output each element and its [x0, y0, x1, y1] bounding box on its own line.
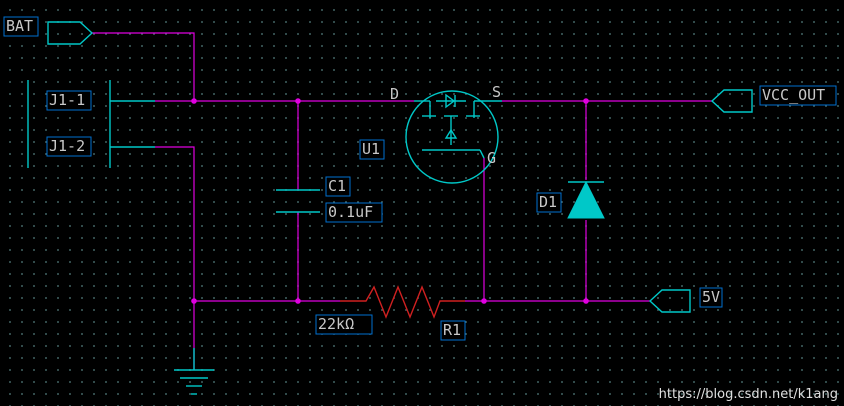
wire-j1-2 [155, 146, 195, 370]
connector-j1[interactable]: J1-1 J1-2 [27, 80, 155, 168]
wire-bat [92, 32, 195, 101]
c1-value-label: 0.1uF [328, 203, 373, 221]
junction-dot [295, 298, 301, 304]
u1-label: U1 [362, 140, 380, 158]
port-vcc-out[interactable]: VCC_OUT [710, 85, 837, 113]
r1-value-label: 22kΩ [318, 315, 354, 333]
junction-dot [191, 298, 197, 304]
port-5v[interactable]: 5V [648, 287, 723, 313]
capacitor-c1[interactable]: C1 0.1uF [276, 176, 383, 223]
mosfet-source-label: S [492, 83, 501, 101]
mosfet-u1[interactable]: D S G U1 [359, 83, 502, 184]
port-5v-label: 5V [702, 288, 720, 306]
resistor-r1[interactable]: 22kΩ R1 [315, 285, 466, 341]
wires [92, 32, 712, 370]
j1-pin1-label: J1-1 [49, 91, 85, 109]
junction-dot [191, 98, 197, 104]
diode-d1[interactable]: D1 [536, 180, 605, 219]
port-bat-label: BAT [6, 17, 33, 35]
mosfet-gate-label: G [487, 149, 496, 167]
junction-dot [583, 98, 589, 104]
port-bat[interactable]: BAT [3, 16, 94, 45]
c1-label: C1 [328, 177, 346, 195]
j1-pin2-label: J1-2 [49, 137, 85, 155]
port-vcc-out-label: VCC_OUT [762, 86, 825, 104]
junctions [191, 98, 589, 304]
junction-dot [583, 298, 589, 304]
junction-dot [295, 98, 301, 104]
mosfet-drain-label: D [390, 85, 399, 103]
junction-dot [481, 298, 487, 304]
d1-label: D1 [539, 193, 557, 211]
watermark-text: https://blog.csdn.net/k1ang [658, 387, 838, 402]
r1-label: R1 [443, 321, 461, 339]
ground-symbol [174, 348, 214, 395]
